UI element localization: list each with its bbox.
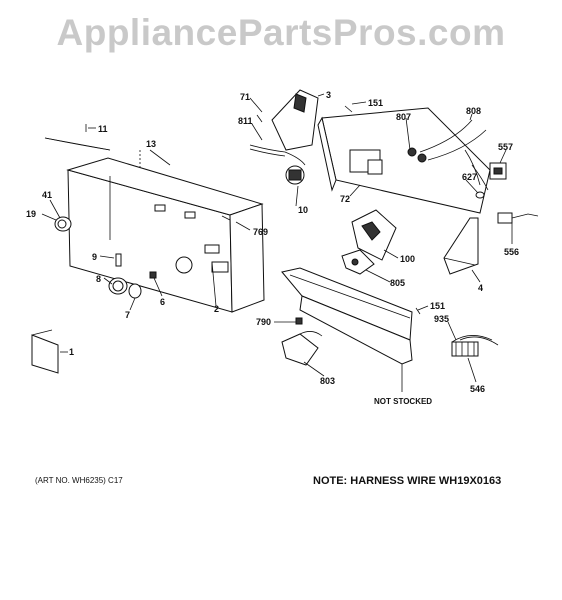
- callout-100: 100: [400, 254, 415, 264]
- housing-3: [249, 89, 319, 166]
- fitting-627: [475, 191, 485, 199]
- art-number: (ART NO. WH6235) C17: [35, 476, 123, 485]
- callout-not-stocked: NOT STOCKED: [374, 397, 432, 406]
- callout-811: 811: [238, 116, 253, 126]
- manual-1: [31, 329, 59, 374]
- sensor-556: [497, 212, 539, 224]
- callout-557: 557: [498, 142, 513, 152]
- switch-805: [341, 249, 375, 275]
- dial-7: [128, 283, 142, 299]
- callout-808: 808: [466, 106, 481, 116]
- callout-790: 790: [256, 317, 271, 327]
- callout-1: 1: [69, 347, 74, 357]
- harness-546: [451, 335, 499, 357]
- rear-panel-not-stocked: [281, 267, 413, 365]
- callout-4: 4: [478, 283, 483, 293]
- callout-627: 627: [462, 172, 477, 182]
- control-panel-13: [44, 137, 265, 313]
- callout-72: 72: [340, 194, 350, 204]
- callout-19: 19: [26, 209, 36, 219]
- callout-935: 935: [434, 314, 449, 324]
- callout-10: 10: [298, 205, 308, 215]
- callout-546: 546: [470, 384, 485, 394]
- callout-3: 3: [326, 90, 331, 100]
- callout-151-lower: 151: [430, 301, 445, 311]
- callout-9: 9: [92, 252, 97, 262]
- callout-8: 8: [96, 274, 101, 284]
- callout-13: 13: [146, 139, 156, 149]
- callout-2: 2: [214, 304, 219, 314]
- harness-note: NOTE: HARNESS WIRE WH19X0163: [313, 475, 502, 487]
- callout-41: 41: [42, 190, 52, 200]
- callout-151-upper: 151: [368, 98, 383, 108]
- actuator-803: [281, 331, 323, 366]
- callout-807: 807: [396, 112, 411, 122]
- backsplash-72: [317, 107, 491, 214]
- callout-6: 6: [160, 297, 165, 307]
- clip-6: [149, 271, 157, 279]
- callout-11: 11: [98, 124, 108, 134]
- leader-lines: [41, 93, 513, 392]
- spring-9: [115, 253, 122, 267]
- callout-labels: 71 3 151 807 808 11 811 13 557 627 72 41…: [26, 90, 519, 406]
- callout-7: 7: [125, 310, 130, 320]
- module-100: [351, 209, 397, 261]
- callout-803: 803: [320, 376, 335, 386]
- screws: [85, 105, 421, 315]
- watermark: AppliancePartsPros.com: [56, 12, 506, 53]
- knob-19: [54, 216, 72, 232]
- clip-790: [295, 317, 303, 325]
- bracket-4: [443, 217, 479, 275]
- callout-805: 805: [390, 278, 405, 288]
- callout-556: 556: [504, 247, 519, 257]
- callout-71: 71: [240, 92, 250, 102]
- callout-769: 769: [253, 227, 268, 237]
- valve-557: [489, 162, 507, 180]
- knob-8: [108, 277, 128, 295]
- sensor-10: [285, 165, 305, 185]
